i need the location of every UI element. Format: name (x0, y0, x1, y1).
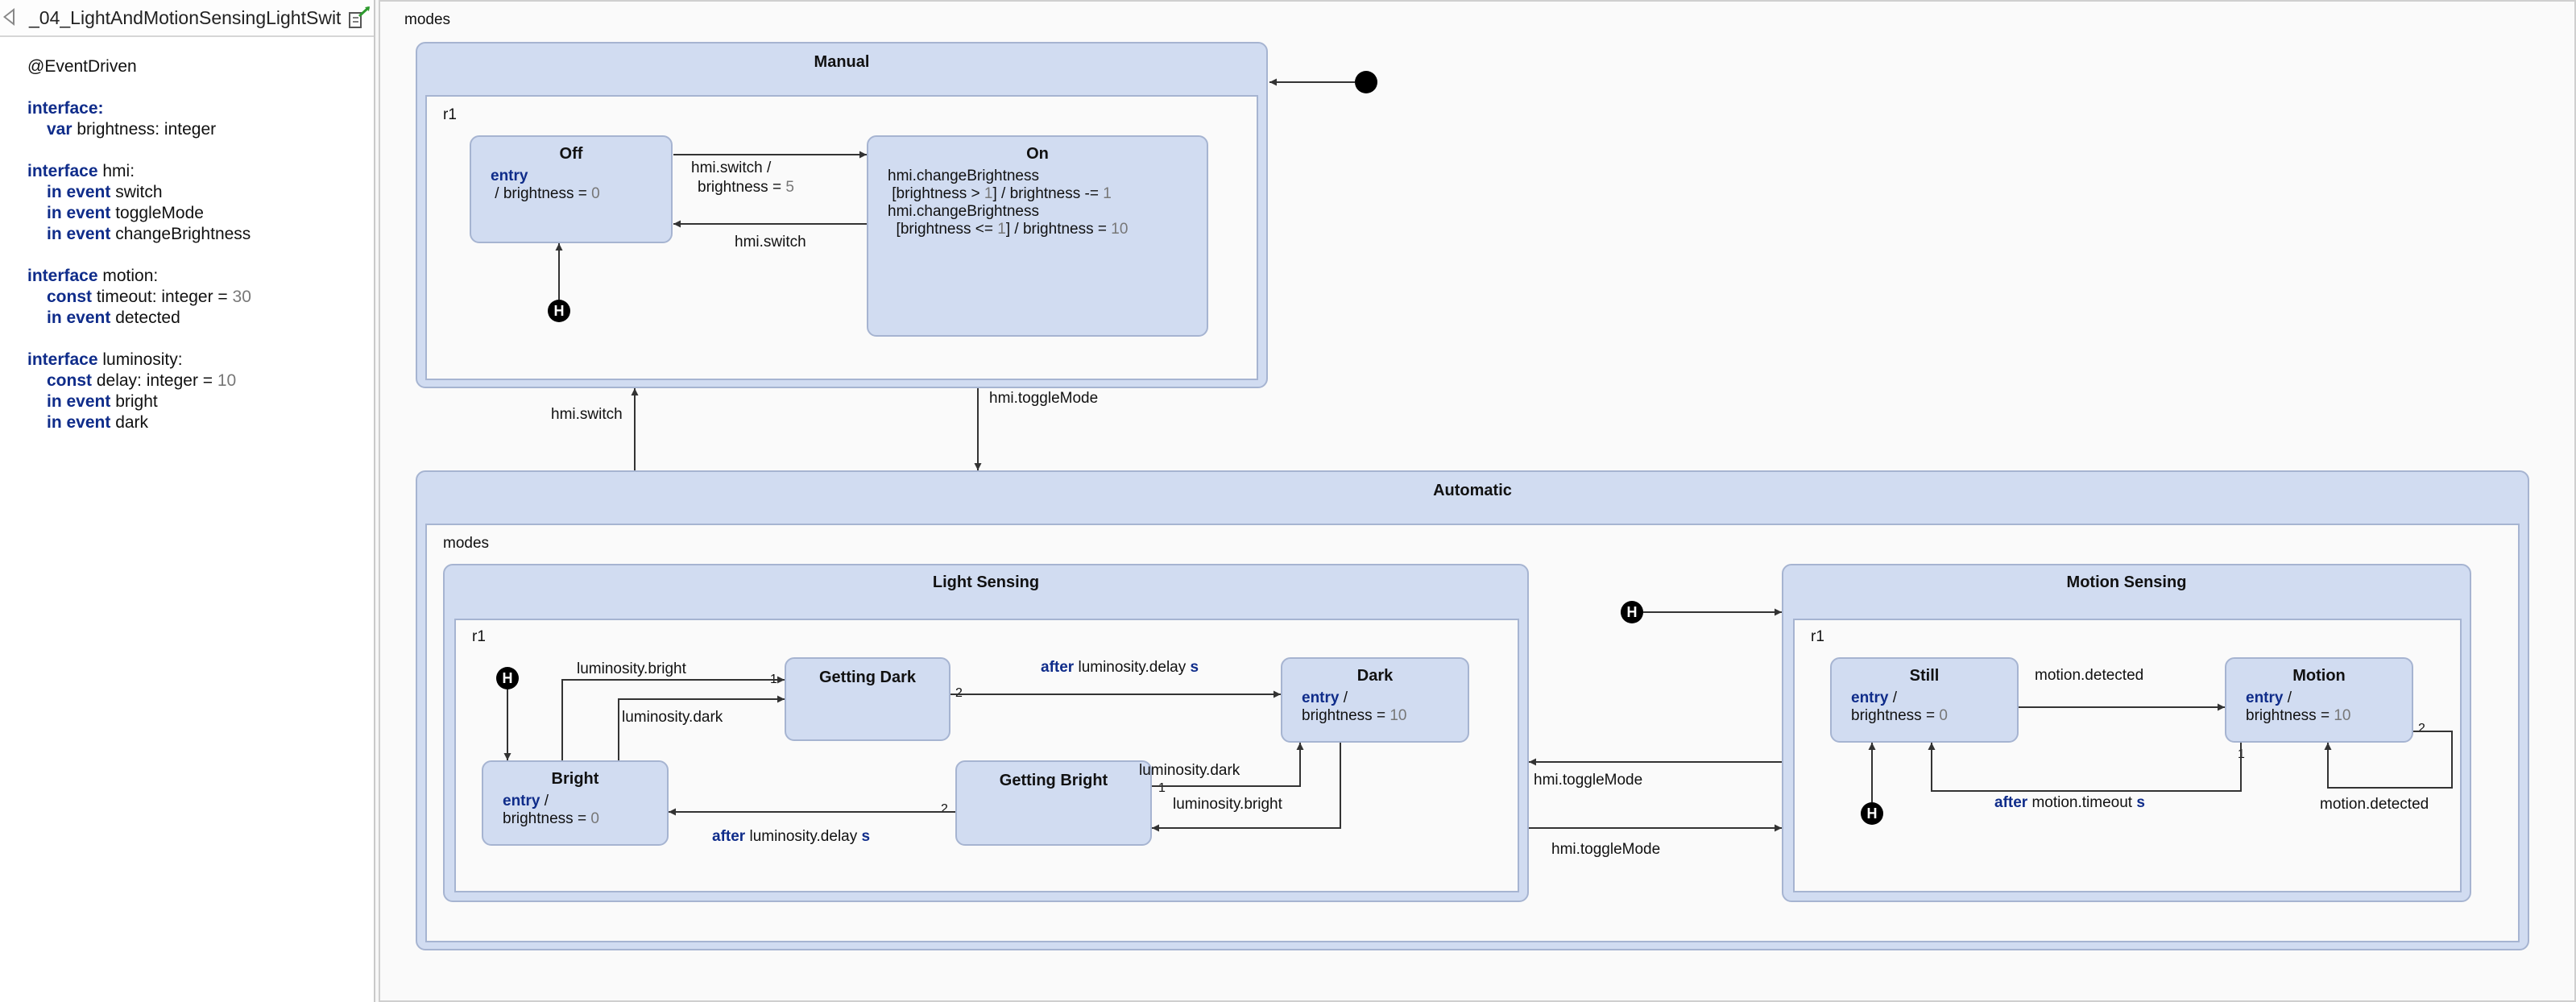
edge-motion-self (2324, 731, 2453, 789)
label-on-to-off[interactable]: hmi.switch (735, 234, 806, 250)
label-light-to-motion-sensing[interactable]: hmi.toggleMode (1551, 841, 1661, 858)
collapse-icon[interactable] (3, 8, 14, 26)
transition-edges (503, 78, 2453, 832)
state-still[interactable]: Still entry / brightness = 0 (1830, 657, 2019, 743)
event-change-brightness: in event changeBrightness (47, 225, 251, 243)
statechart-definition: @EventDriven interface: var brightness: … (27, 35, 251, 433)
event-bright: in event bright (47, 392, 158, 411)
edge-getting-dark-to-bright (618, 695, 785, 760)
label-automatic-to-manual[interactable]: hmi.switch (551, 406, 623, 423)
state-still-body: entry / brightness = 0 (1851, 689, 1948, 724)
label-dark-to-getting-bright[interactable]: luminosity.bright (1173, 796, 1282, 813)
interface-motion: interface motion: (27, 267, 159, 285)
state-dark-body: entry / brightness = 10 (1302, 689, 1407, 724)
state-motion-sensing-title: Motion Sensing (2066, 573, 2187, 591)
state-dark-title: Dark (1356, 667, 1394, 685)
label-getting-bright-to-bright[interactable]: after luminosity.delay s (712, 828, 871, 845)
event-toggle-mode: in event toggleMode (47, 204, 204, 222)
state-bright-title: Bright (551, 770, 599, 788)
state-getting-bright-title: Getting Bright (999, 772, 1108, 789)
const-delay: const delay: integer = 10 (47, 371, 237, 390)
label-off-to-on-action[interactable]: brightness = 5 (698, 179, 794, 196)
priority-label: 2 (955, 686, 963, 700)
edge-getting-bright-to-dark (1152, 743, 1304, 787)
initial-state[interactable] (1355, 71, 1377, 93)
interface-luminosity: interface luminosity: (27, 350, 183, 369)
const-timeout: const timeout: integer = 30 (47, 288, 251, 306)
label-off-to-on[interactable]: hmi.switch / (691, 159, 772, 176)
definition-panel: _04_LightAndMotionSensingLightSwit @Even… (0, 0, 375, 1002)
label-getting-bright-to-dark[interactable]: luminosity.dark (1139, 762, 1240, 779)
event-dark: in event dark (47, 413, 149, 432)
state-off[interactable]: Off entry / brightness = 0 (470, 135, 673, 243)
label-still-to-motion[interactable]: motion.detected (2035, 667, 2144, 684)
state-off-title: Off (559, 145, 583, 163)
state-motion[interactable]: Motion entry / brightness = 10 (2225, 657, 2413, 743)
interface-default: interface: (27, 99, 104, 118)
state-still-title: Still (1909, 667, 1940, 685)
state-getting-dark[interactable]: Getting Dark (785, 657, 950, 741)
annotation-line: @EventDriven (27, 57, 137, 76)
event-switch: in event switch (47, 183, 163, 201)
label-motion-to-light-sensing[interactable]: hmi.toggleMode (1534, 772, 1643, 789)
state-on[interactable]: On hmi.changeBrightness [brightness > 1]… (867, 135, 1208, 337)
state-dark[interactable]: Dark entry / brightness = 10 (1281, 657, 1469, 743)
priority-label: 2 (2418, 722, 2425, 735)
state-bright-body: entry / brightness = 0 (503, 793, 599, 827)
state-motion-title: Motion (2292, 667, 2346, 685)
light-sensing-history-icon[interactable]: H (496, 667, 519, 689)
edge-motion-to-still (1928, 743, 2242, 792)
export-icon[interactable] (348, 5, 372, 29)
light-sensing-region-label: r1 (472, 628, 486, 645)
file-title: _04_LightAndMotionSensingLightSwit (29, 7, 342, 28)
label-manual-to-automatic[interactable]: hmi.toggleMode (989, 390, 1099, 407)
manual-region-label: r1 (443, 106, 457, 123)
var-brightness: var brightness: integer (47, 120, 217, 139)
edge-dark-to-getting-bright (1152, 743, 1341, 832)
label-motion-to-still[interactable]: after motion.timeout s (1994, 794, 2145, 811)
event-detected: in event detected (47, 308, 180, 327)
root-region-label: modes (404, 11, 451, 28)
manual-history-icon[interactable]: H (548, 300, 570, 322)
state-getting-bright[interactable]: Getting Bright (955, 760, 1152, 846)
state-on-body: hmi.changeBrightness [brightness > 1] / … (888, 168, 1129, 238)
state-on-title: On (1026, 145, 1049, 163)
diagram-canvas[interactable]: modes Manual r1 Off entry / brightness =… (379, 0, 2576, 1002)
edge-bright-to-getting-dark (561, 676, 785, 760)
priority-label: 2 (941, 802, 948, 816)
state-off-body: entry / brightness = 0 (491, 168, 600, 202)
label-getting-dark-to-bright[interactable]: luminosity.dark (622, 709, 723, 726)
label-motion-self[interactable]: motion.detected (2320, 796, 2429, 813)
automatic-region-label: modes (443, 535, 490, 552)
label-getting-dark-to-dark[interactable]: after luminosity.delay s (1041, 659, 1199, 676)
state-manual-title: Manual (814, 53, 870, 71)
label-bright-to-getting-dark[interactable]: luminosity.bright (577, 660, 686, 677)
automatic-history-icon[interactable]: H (1621, 601, 1643, 623)
motion-sensing-region-label: r1 (1811, 628, 1824, 645)
state-automatic-title: Automatic (1433, 482, 1512, 499)
priority-label: 1 (1158, 781, 1166, 795)
motion-sensing-history-icon[interactable]: H (1861, 802, 1883, 825)
state-bright[interactable]: Bright entry / brightness = 0 (482, 760, 669, 846)
interface-hmi: interface hmi: (27, 162, 135, 180)
state-motion-body: entry / brightness = 10 (2246, 689, 2351, 724)
panel-header: _04_LightAndMotionSensingLightSwit (0, 0, 374, 37)
state-light-sensing-title: Light Sensing (932, 573, 1040, 591)
state-getting-dark-title: Getting Dark (818, 669, 917, 686)
